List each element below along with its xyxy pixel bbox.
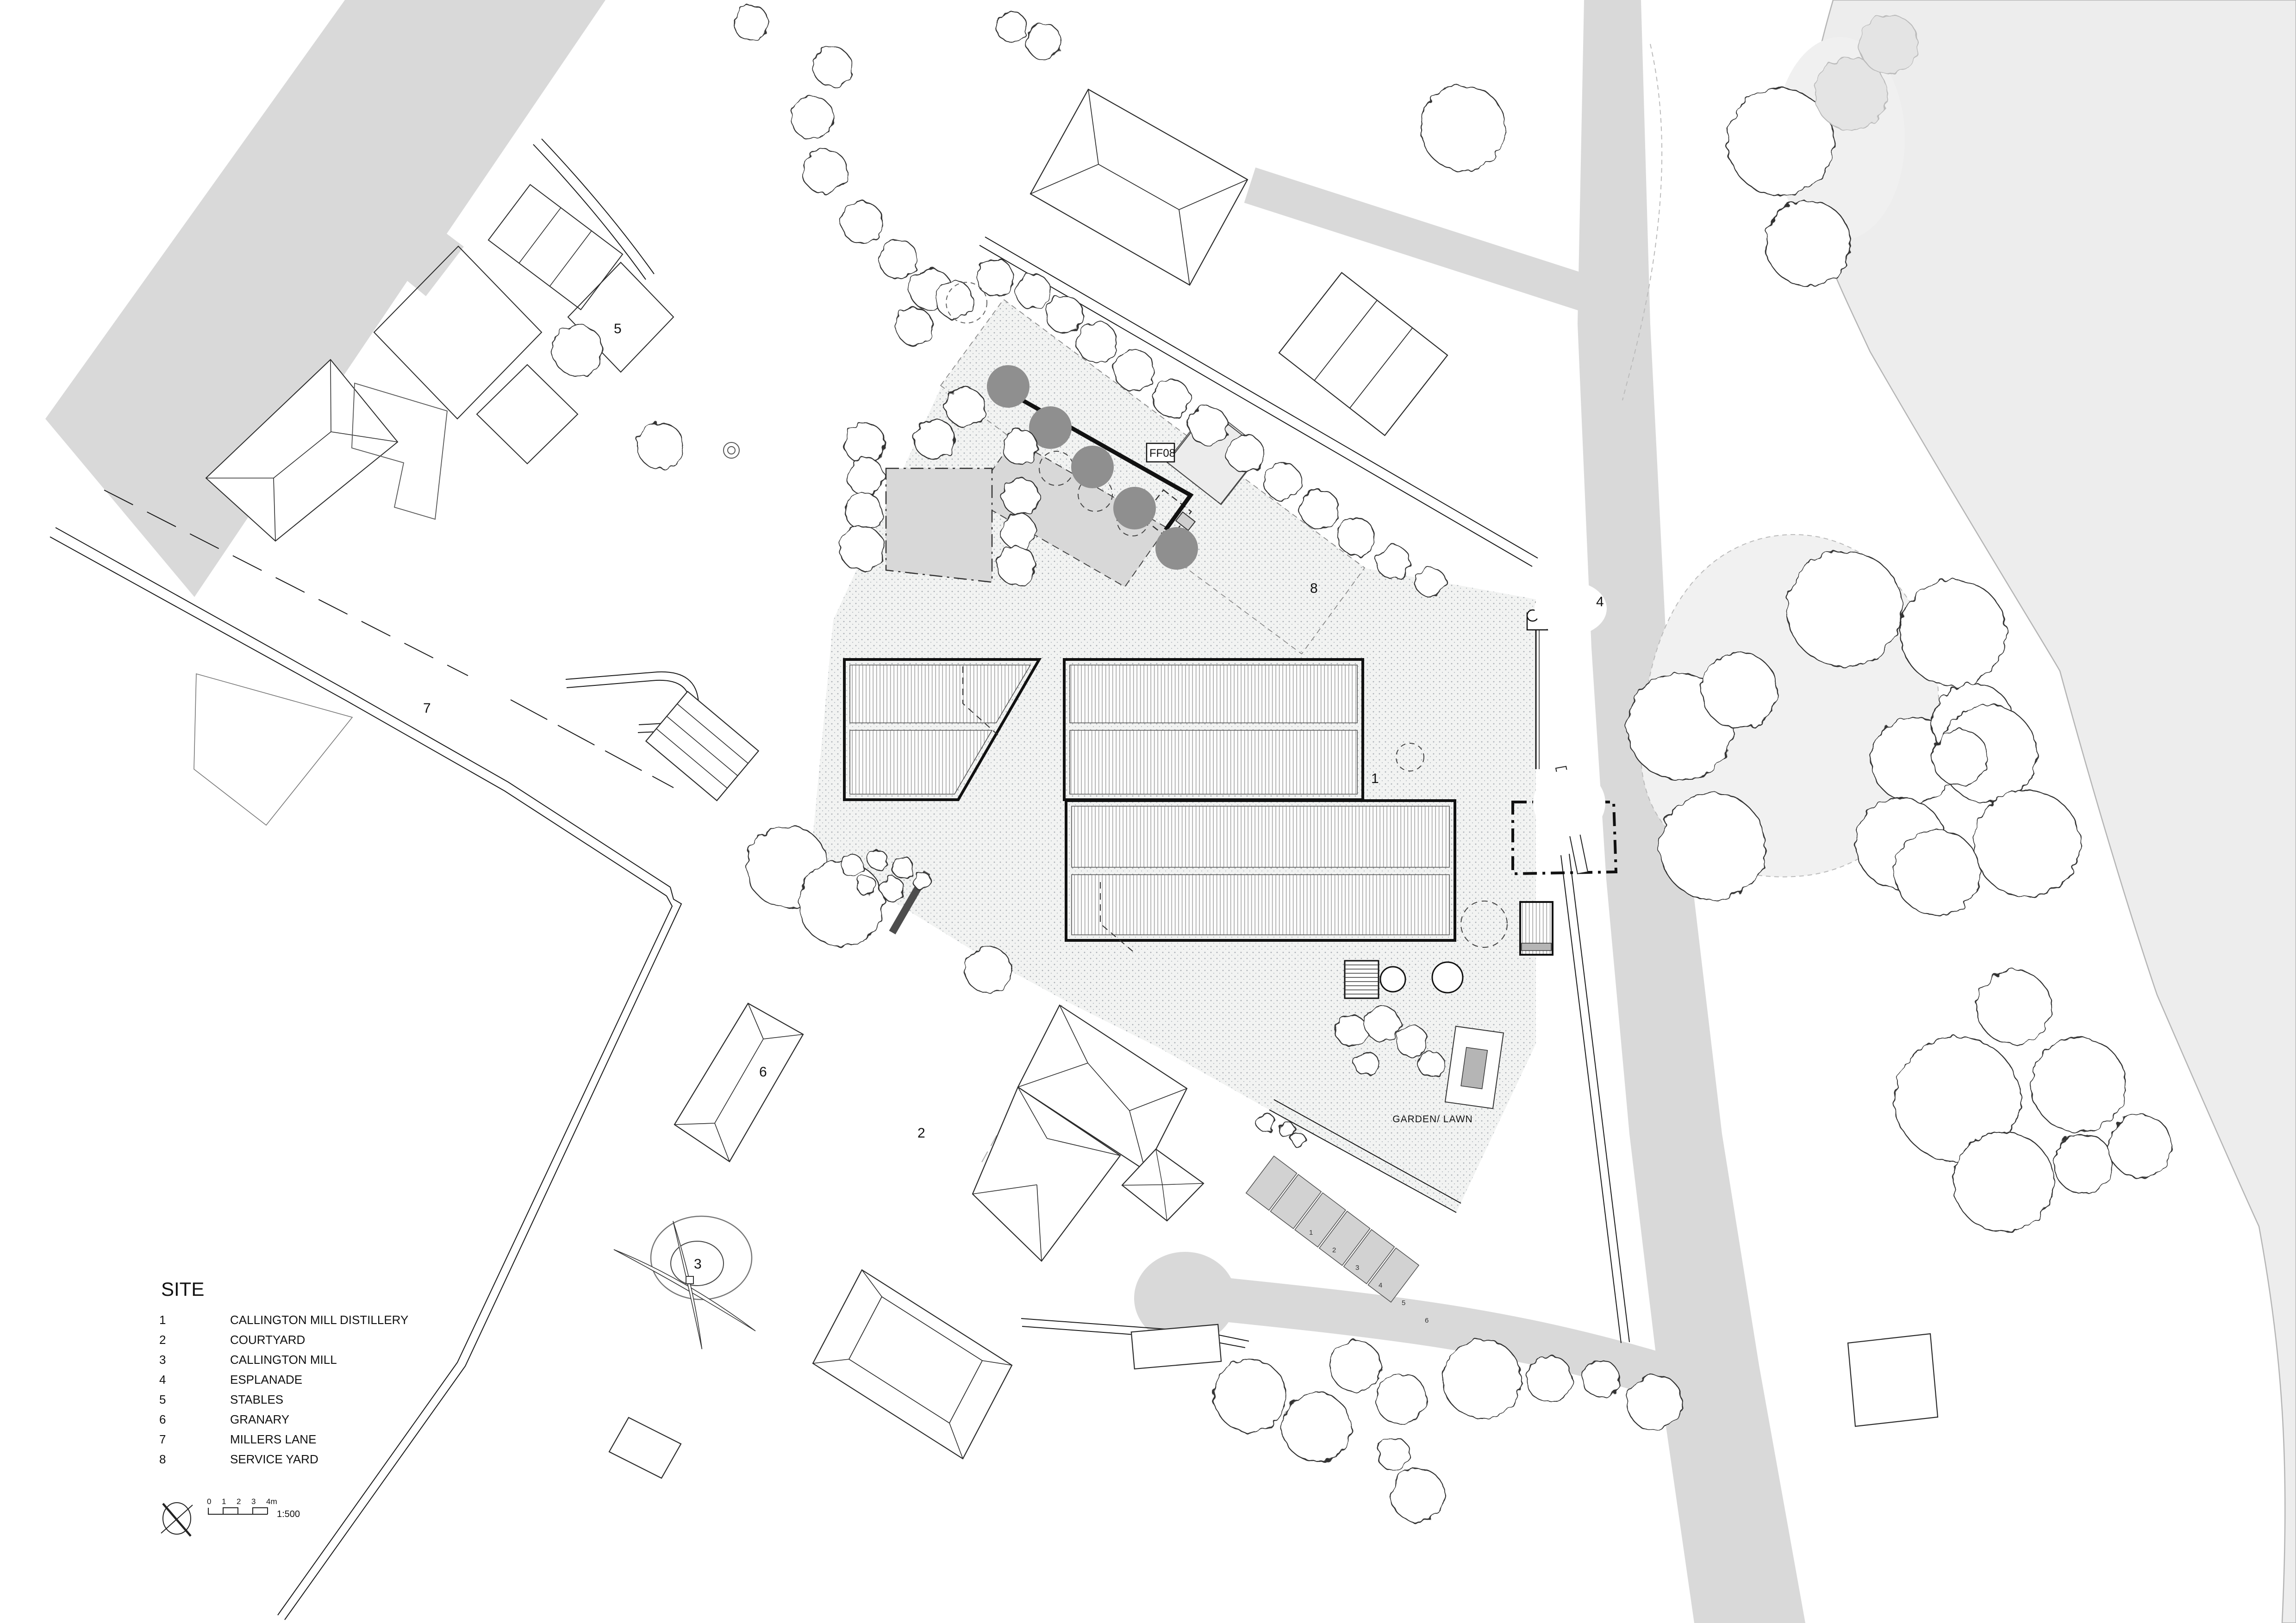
scale-tick: 3 bbox=[251, 1497, 256, 1506]
marker-4: 4 bbox=[1596, 594, 1604, 609]
stall-number: 1 bbox=[1309, 1229, 1313, 1237]
scale-bar: 0 1 2 3 4m 1:500 bbox=[207, 1497, 300, 1519]
legend-label: COURTYARD bbox=[230, 1333, 305, 1347]
legend-num: 8 bbox=[159, 1452, 166, 1466]
legend-label: CALLINGTON MILL DISTILLERY bbox=[230, 1313, 408, 1327]
north-arrow bbox=[161, 1502, 193, 1537]
legend-label: ESPLANADE bbox=[230, 1373, 302, 1387]
granary bbox=[674, 1002, 804, 1163]
building-se bbox=[1847, 1333, 1939, 1427]
legend-label: SERVICE YARD bbox=[230, 1452, 318, 1466]
parking-stalls bbox=[1245, 1155, 1420, 1303]
scale-tick: 4m bbox=[266, 1497, 277, 1506]
marker-2: 2 bbox=[917, 1126, 925, 1141]
legend-label: CALLINGTON MILL bbox=[230, 1353, 337, 1367]
tank-structure bbox=[1519, 901, 1554, 956]
ff08-tag: FF08 bbox=[1146, 442, 1175, 463]
stall-number: 6 bbox=[1425, 1317, 1429, 1325]
marker-3: 3 bbox=[694, 1256, 702, 1272]
stall-number: 5 bbox=[1402, 1299, 1405, 1307]
garden-lawn: 1 2 3 4 5 6 bbox=[1245, 1026, 1504, 1325]
ff08-text: FF08 bbox=[1149, 447, 1175, 460]
legend-num: 3 bbox=[159, 1353, 166, 1367]
legend-num: 2 bbox=[159, 1333, 166, 1347]
road-bay-2 bbox=[1533, 770, 1605, 836]
yard-wall bbox=[1015, 395, 1194, 531]
legend-num: 6 bbox=[159, 1412, 166, 1426]
tank-band-stipple bbox=[940, 298, 1366, 655]
path-garden-end bbox=[1134, 1252, 1236, 1344]
hip-building-north bbox=[1029, 88, 1248, 286]
stables-area bbox=[193, 184, 674, 826]
ff08-box bbox=[1146, 442, 1175, 463]
legend-label: STABLES bbox=[230, 1393, 283, 1406]
scale-tick: 1 bbox=[222, 1497, 226, 1506]
stall-number: 2 bbox=[1332, 1246, 1336, 1254]
plan-markers: 1 2 3 4 5 6 7 8 bbox=[423, 321, 1604, 1272]
legend-num: 4 bbox=[159, 1373, 166, 1387]
proposed-building bbox=[885, 467, 993, 583]
shed-sw bbox=[608, 1417, 682, 1479]
tanks bbox=[987, 365, 1198, 570]
marker-5: 5 bbox=[614, 321, 622, 336]
cottage-complex bbox=[812, 1004, 1204, 1460]
road-bay-1 bbox=[1535, 582, 1607, 635]
stall-number: 4 bbox=[1379, 1281, 1382, 1289]
striped-building-ne bbox=[1278, 272, 1448, 436]
pool bbox=[1444, 1026, 1504, 1109]
garden-bed-stipple bbox=[1276, 1111, 1318, 1138]
legend-num: 1 bbox=[159, 1313, 166, 1327]
legend-label: GRANARY bbox=[230, 1412, 289, 1426]
tree-dashed bbox=[946, 282, 987, 323]
legend-label: MILLERS LANE bbox=[230, 1432, 316, 1446]
building-courtyard-east bbox=[1130, 1324, 1222, 1370]
contour-dashed bbox=[1622, 44, 1663, 401]
legend-num: 5 bbox=[159, 1393, 166, 1406]
callington-mill bbox=[613, 1215, 756, 1349]
tree-ring bbox=[723, 442, 740, 459]
striped-building-lane bbox=[645, 690, 760, 802]
trees bbox=[551, 4, 2172, 1523]
marker-8: 8 bbox=[1310, 581, 1318, 596]
scale-ratio: 1:500 bbox=[277, 1509, 300, 1519]
marker-6: 6 bbox=[759, 1064, 767, 1080]
garden-lawn-label: GARDEN/ LAWN bbox=[1392, 1114, 1472, 1125]
legend-heading: SITE bbox=[161, 1278, 204, 1300]
legend-num: 7 bbox=[159, 1432, 166, 1446]
distillery-buildings bbox=[843, 658, 1456, 953]
road-main bbox=[1578, 0, 1805, 1623]
yard-pad-outline bbox=[1167, 408, 1263, 505]
road-arm-north bbox=[1244, 167, 1608, 317]
scale-tick: 0 bbox=[207, 1497, 211, 1506]
scale-ticks: 0 1 2 3 4m bbox=[207, 1497, 277, 1506]
legend: SITE 1 CALLINGTON MILL DISTILLERY 2 COUR… bbox=[159, 1278, 408, 1466]
stairs bbox=[1344, 960, 1379, 999]
road-band-topleft bbox=[45, 0, 605, 597]
marker-7: 7 bbox=[423, 701, 431, 716]
parking-stall-numbers: 1 2 3 4 5 6 bbox=[1309, 1229, 1429, 1325]
scale-bar-steps bbox=[208, 1507, 268, 1515]
scale-tick: 2 bbox=[237, 1497, 241, 1506]
marker-1: 1 bbox=[1371, 771, 1379, 786]
river-field bbox=[1805, 0, 2296, 1623]
path-garden bbox=[1165, 1274, 1689, 1399]
stall-number: 3 bbox=[1355, 1264, 1359, 1272]
